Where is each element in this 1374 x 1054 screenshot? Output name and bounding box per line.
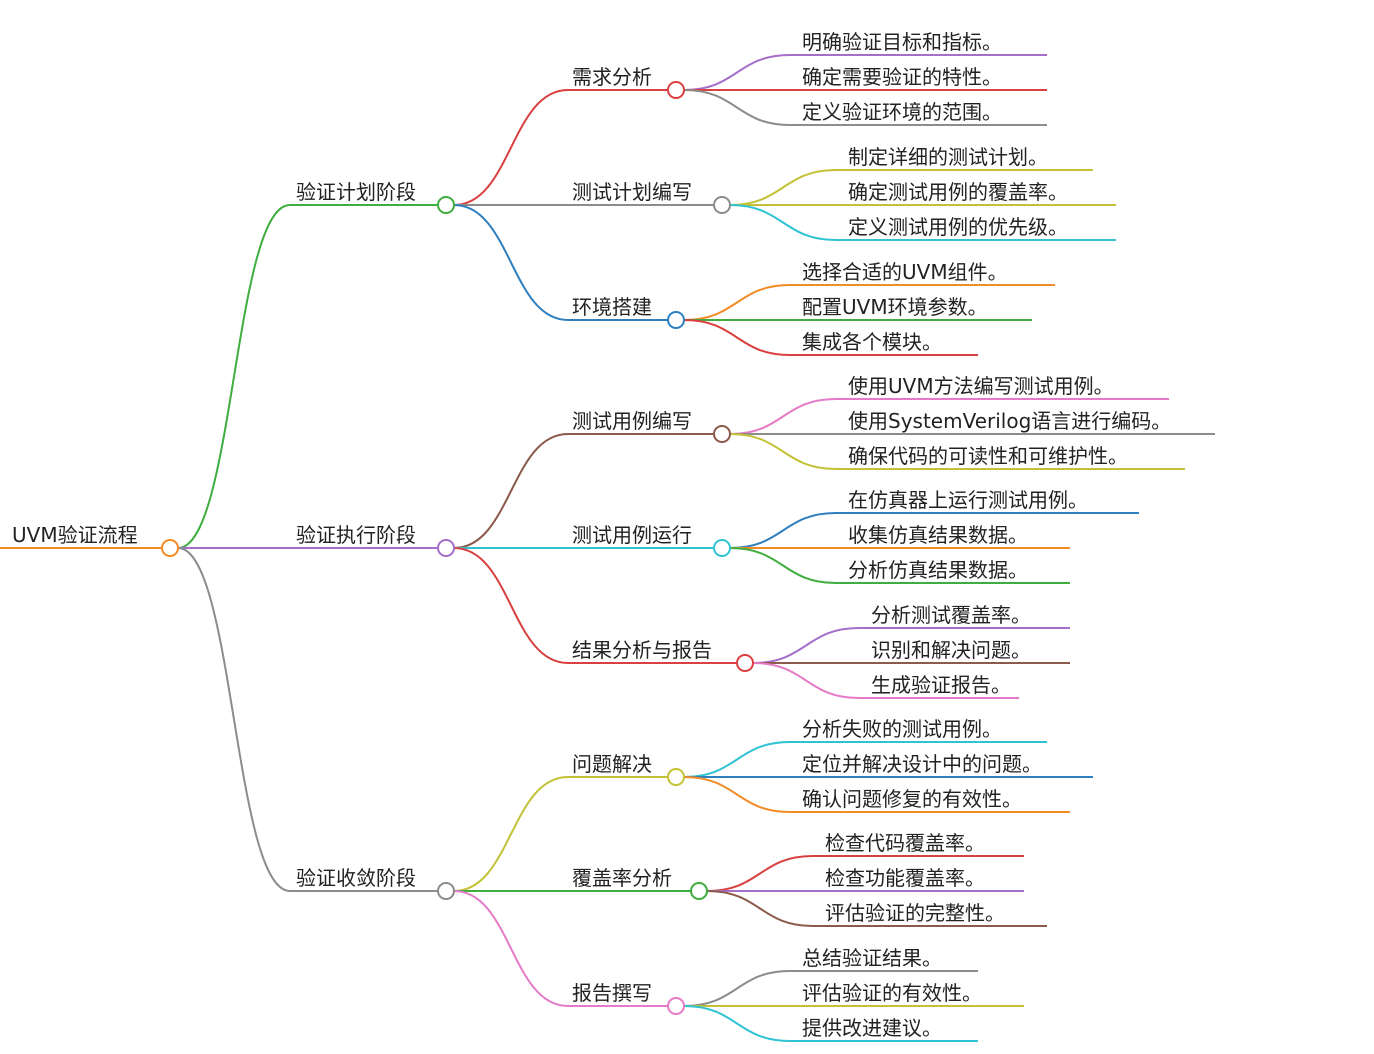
leaf-label: 分析测试覆盖率。 bbox=[871, 603, 1031, 627]
leaf-label: 使用SystemVerilog语言进行编码。 bbox=[848, 409, 1171, 433]
root-toggle[interactable] bbox=[161, 539, 179, 557]
sub-branch-2-1-toggle[interactable] bbox=[713, 425, 731, 443]
leaf-connector bbox=[729, 169, 837, 206]
leaf-label: 检查功能覆盖率。 bbox=[825, 866, 985, 890]
leaf-connector bbox=[706, 855, 814, 892]
leaf-connector bbox=[683, 776, 791, 813]
leaf-connector bbox=[729, 398, 837, 435]
sub-branch-1-2-toggle[interactable] bbox=[713, 196, 731, 214]
leaf-connector bbox=[683, 970, 791, 1007]
branch-2-label: 验证执行阶段 bbox=[296, 523, 416, 547]
branch-connector bbox=[177, 547, 291, 892]
leaf-label: 确定需要验证的特性。 bbox=[802, 65, 1002, 89]
branch-3-label: 验证收敛阶段 bbox=[296, 866, 416, 890]
leaf-label: 评估验证的完整性。 bbox=[825, 901, 1005, 925]
sub-branch-connector bbox=[453, 89, 569, 206]
leaf-connector bbox=[729, 547, 837, 584]
leaf-connector bbox=[729, 204, 837, 241]
sub-branch-connector bbox=[453, 204, 569, 321]
node-layer: UVM验证流程 验证计划阶段 需求分析 明确验证目标和指标。确定需要验证的特性。定义验… bbox=[12, 30, 1171, 1040]
leaf-connector bbox=[729, 512, 837, 549]
leaf-connector bbox=[683, 741, 791, 778]
sub-branch-3-2-toggle[interactable] bbox=[690, 882, 708, 900]
leaf-connector bbox=[683, 319, 791, 356]
sub-branch-2-3-toggle[interactable] bbox=[736, 654, 754, 672]
leaf-connector bbox=[706, 890, 814, 927]
sub-branch-1-3-label: 环境搭建 bbox=[572, 295, 652, 319]
leaf-connector bbox=[729, 433, 837, 470]
leaf-label: 生成验证报告。 bbox=[871, 673, 1011, 697]
connector-layer bbox=[0, 54, 1215, 1042]
branch-1-toggle[interactable] bbox=[437, 196, 455, 214]
leaf-label: 定义测试用例的优先级。 bbox=[848, 215, 1068, 239]
leaf-label: 提供改进建议。 bbox=[802, 1016, 942, 1040]
leaf-label: 分析失败的测试用例。 bbox=[802, 717, 1002, 741]
leaf-label: 确定测试用例的覆盖率。 bbox=[848, 180, 1068, 204]
sub-branch-connector bbox=[453, 890, 569, 1007]
sub-branch-2-2-label: 测试用例运行 bbox=[572, 523, 692, 547]
sub-branch-3-1-label: 问题解决 bbox=[572, 752, 652, 776]
sub-branch-2-1-label: 测试用例编写 bbox=[572, 409, 692, 433]
leaf-connector bbox=[683, 1005, 791, 1042]
leaf-label: 选择合适的UVM组件。 bbox=[802, 260, 1008, 284]
leaf-connector bbox=[752, 627, 860, 664]
leaf-label: 定位并解决设计中的问题。 bbox=[802, 752, 1042, 776]
sub-branch-connector bbox=[453, 547, 569, 664]
sub-branch-1-1-label: 需求分析 bbox=[572, 65, 652, 89]
sub-branch-1-3-toggle[interactable] bbox=[667, 311, 685, 329]
leaf-label: 明确验证目标和指标。 bbox=[802, 30, 1002, 54]
leaf-label: 收集仿真结果数据。 bbox=[848, 523, 1028, 547]
branch-1-label: 验证计划阶段 bbox=[296, 180, 416, 204]
leaf-connector bbox=[683, 284, 791, 321]
leaf-label: 使用UVM方法编写测试用例。 bbox=[848, 374, 1114, 398]
leaf-label: 检查代码覆盖率。 bbox=[825, 831, 985, 855]
sub-branch-3-3-label: 报告撰写 bbox=[572, 981, 652, 1005]
leaf-label: 确认问题修复的有效性。 bbox=[802, 787, 1022, 811]
leaf-label: 评估验证的有效性。 bbox=[802, 981, 982, 1005]
leaf-label: 定义验证环境的范围。 bbox=[802, 100, 1002, 124]
leaf-label: 配置UVM环境参数。 bbox=[802, 295, 988, 319]
leaf-label: 总结验证结果。 bbox=[802, 946, 942, 970]
sub-branch-connector bbox=[453, 433, 569, 549]
leaf-connector bbox=[683, 89, 791, 126]
leaf-label: 在仿真器上运行测试用例。 bbox=[848, 488, 1088, 512]
leaf-connector bbox=[683, 54, 791, 91]
leaf-connector bbox=[752, 662, 860, 699]
sub-branch-2-3-label: 结果分析与报告 bbox=[572, 638, 712, 662]
sub-branch-2-2-toggle[interactable] bbox=[713, 539, 731, 557]
branch-connector bbox=[177, 204, 291, 549]
sub-branch-3-3-toggle[interactable] bbox=[667, 997, 685, 1015]
sub-branch-3-2-label: 覆盖率分析 bbox=[572, 866, 672, 890]
sub-branch-connector bbox=[453, 776, 569, 892]
branch-2-toggle[interactable] bbox=[437, 539, 455, 557]
branch-3-toggle[interactable] bbox=[437, 882, 455, 900]
sub-branch-3-1-toggle[interactable] bbox=[667, 768, 685, 786]
sub-branch-1-1-toggle[interactable] bbox=[667, 81, 685, 99]
leaf-label: 确保代码的可读性和可维护性。 bbox=[848, 444, 1128, 468]
leaf-label: 制定详细的测试计划。 bbox=[848, 145, 1048, 169]
root-node-label: UVM验证流程 bbox=[12, 523, 138, 547]
leaf-label: 分析仿真结果数据。 bbox=[848, 558, 1028, 582]
leaf-label: 识别和解决问题。 bbox=[871, 638, 1031, 662]
sub-branch-1-2-label: 测试计划编写 bbox=[572, 180, 692, 204]
leaf-label: 集成各个模块。 bbox=[802, 330, 942, 354]
